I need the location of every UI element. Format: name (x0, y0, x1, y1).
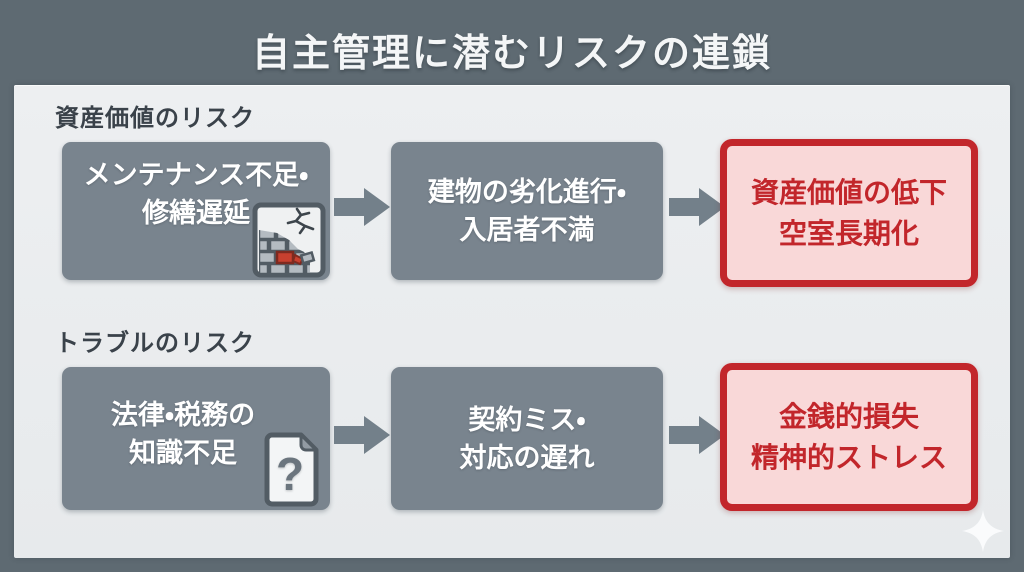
result-box-label-line2: 精神的ストレス (750, 442, 947, 473)
arrow-shaft (669, 198, 699, 216)
arrow-shaft (334, 198, 364, 216)
arrow-shaft (669, 426, 699, 444)
flow-box-label-line2: 修繕遅延 (142, 198, 250, 228)
document-question-icon: ? (264, 432, 319, 507)
result-box-label-line1: 金銭的損失 (778, 401, 919, 432)
flow-box-label-line1: 建物の劣化進行・ (427, 177, 627, 207)
result-box-label-line2: 空室長期化 (778, 218, 919, 249)
page-title: 自主管理に潜むリスクの連鎖 (251, 33, 772, 75)
sparkle-icon (962, 510, 1004, 552)
flow-box-label-line1: メンテナンス不足・ (83, 160, 309, 190)
flow-box-label-line2: 入居者不満 (459, 215, 595, 245)
content-panel: 資産価値のリスク メンテナンス不足・ 修繕遅延 (14, 85, 1010, 558)
arrow-head (364, 188, 390, 226)
section-header-trouble-risk: トラブルのリスク (55, 330, 255, 357)
section-header-asset-value-risk: 資産価値のリスク (55, 105, 255, 132)
arrow-shaft (334, 426, 364, 444)
flow-box-contract-mistakes: 契約ミス・ 対応の遅れ (391, 367, 663, 510)
result-box-label-line1: 資産価値の低下 (750, 177, 947, 208)
flow-box-knowledge-shortage: 法律・税務の 知識不足 ? (62, 367, 330, 510)
arrow-head (364, 416, 390, 454)
arrow-right-icon (334, 416, 390, 454)
flow-box-maintenance-shortage: メンテナンス不足・ 修繕遅延 (62, 142, 330, 280)
question-mark-glyph: ? (276, 448, 304, 500)
flow-box-building-deterioration: 建物の劣化進行・ 入居者不満 (391, 142, 663, 280)
flow-box-label-line1: 法律・税務の (110, 399, 256, 430)
flow-box-label-line2: 知識不足 (129, 437, 237, 468)
result-box-asset-value-drop: 資産価値の低下 空室長期化 (720, 139, 978, 287)
result-box-financial-loss: 金銭的損失 精神的ストレス (720, 363, 978, 511)
cracked-wall-icon (252, 202, 326, 278)
flow-box-label-line1: 契約ミス・ (468, 404, 586, 435)
arrow-right-icon (669, 416, 725, 454)
flow-box-label-line2: 対応の遅れ (459, 442, 595, 473)
arrow-right-icon (669, 188, 725, 226)
arrow-right-icon (334, 188, 390, 226)
